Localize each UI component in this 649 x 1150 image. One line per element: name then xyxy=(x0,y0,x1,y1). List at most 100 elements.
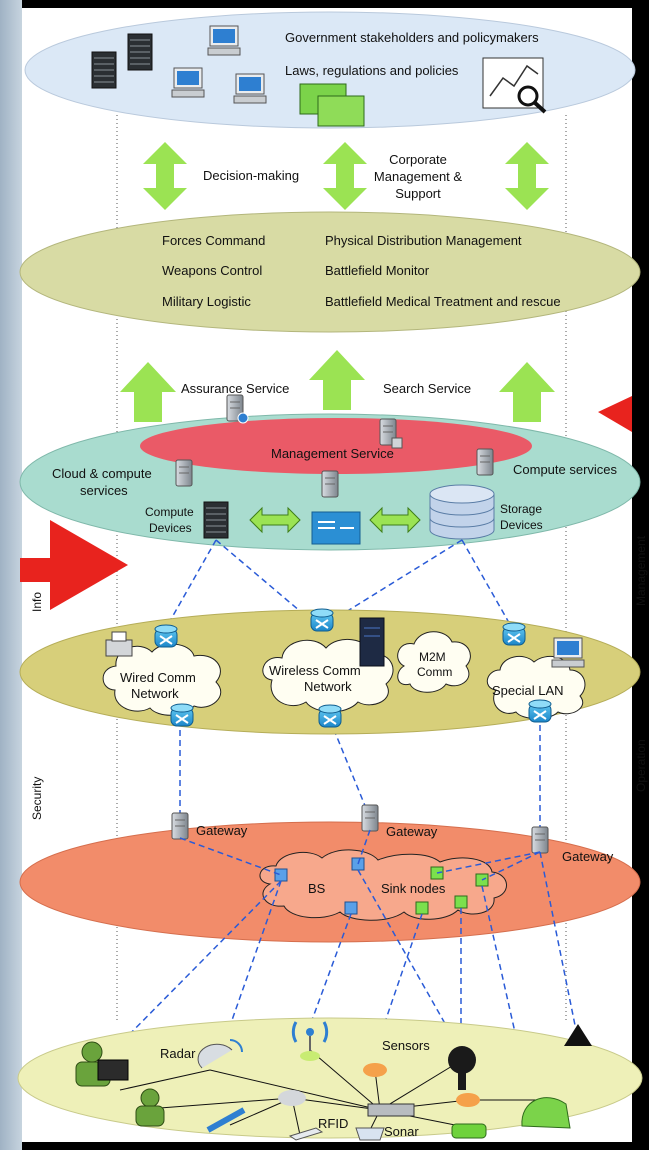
sink-node xyxy=(454,895,468,909)
sensors-label: Sensors xyxy=(382,1038,430,1053)
sink-node xyxy=(415,901,429,915)
compute-devices-label-line1: Compute xyxy=(145,505,194,519)
hub-device-icon xyxy=(367,1103,415,1117)
rfid-label: RFID xyxy=(318,1116,348,1131)
desktop-computer-icon xyxy=(171,67,205,98)
compute-rack-icon xyxy=(203,501,229,539)
gateway-right-label: Gateway xyxy=(562,849,614,864)
sensor-node xyxy=(363,1063,387,1077)
antenna-tower-icon xyxy=(291,1021,329,1061)
sonar-label: Sonar xyxy=(384,1124,419,1139)
left-gradient-strip xyxy=(0,0,22,1150)
cloud-compute-label-line2: services xyxy=(80,483,128,498)
double-arrow-right xyxy=(369,506,421,534)
radar-label: Radar xyxy=(160,1046,196,1061)
tank-icon xyxy=(451,1123,487,1139)
operation-side-label: Operation xyxy=(634,739,648,792)
router-icon xyxy=(528,699,552,723)
double-arrow-left xyxy=(249,506,301,534)
management-side-label: Management xyxy=(634,535,648,606)
satellite-icon xyxy=(206,1107,246,1133)
government-label: Government stakeholders and policymakers xyxy=(285,30,539,45)
server-icon xyxy=(321,470,339,498)
router-icon xyxy=(310,608,334,632)
security-side-label: Security xyxy=(30,777,44,820)
sensor-node xyxy=(456,1093,480,1107)
application-layer xyxy=(19,211,641,333)
search-service-label: Search Service xyxy=(383,381,471,396)
walkie-talkie-icon xyxy=(448,1046,476,1090)
medical-treatment-label: Battlefield Medical Treatment and rescue xyxy=(325,294,561,309)
gateway-server-icon xyxy=(171,812,189,840)
bs-sink-cloud xyxy=(259,849,507,921)
cloud-compute-label-line1: Cloud & compute xyxy=(52,466,152,481)
compute-devices-label-line2: Devices xyxy=(149,521,192,535)
router-icon xyxy=(318,704,342,728)
m2m-label-line1: M2M xyxy=(419,650,446,664)
sink-nodes-label: Sink nodes xyxy=(381,881,446,896)
special-lan-cloud xyxy=(486,655,586,720)
sensing-layer xyxy=(17,1017,643,1139)
gateway-sensor-links xyxy=(113,829,579,1091)
gateway-server-icon xyxy=(531,826,549,854)
radar-dish-icon xyxy=(197,1039,243,1069)
red-arrow-right xyxy=(598,396,632,432)
analytics-chart-icon xyxy=(482,57,547,114)
physical-distribution-label: Physical Distribution Management xyxy=(325,233,522,248)
storage-devices-label-line2: Devices xyxy=(500,518,543,532)
sensor-links xyxy=(119,1049,540,1136)
server-search-icon xyxy=(226,394,249,424)
wireless-network-label-line2: Network xyxy=(304,679,352,694)
military-logistic-label: Military Logistic xyxy=(162,294,251,309)
ship-icon xyxy=(355,1127,385,1141)
server-icon xyxy=(175,459,193,487)
storage-devices-label-line1: Storage xyxy=(500,502,542,516)
server-rack-icon xyxy=(91,51,117,89)
battlefield-monitor-label: Battlefield Monitor xyxy=(325,263,430,278)
forces-command-label: Forces Command xyxy=(162,233,265,248)
printer-icon xyxy=(105,631,133,657)
switch-icon xyxy=(311,511,361,545)
soldier-radio-icon xyxy=(75,1041,129,1087)
folders-icon xyxy=(299,83,365,127)
router-icon xyxy=(154,624,178,648)
wired-network-label-line1: Wired Comm xyxy=(120,670,196,685)
gateway-mid-label: Gateway xyxy=(386,824,438,839)
server-rack-icon xyxy=(127,33,153,71)
router-icon xyxy=(502,622,526,646)
diagram-canvas xyxy=(22,8,632,1142)
info-side-label: Info xyxy=(30,592,44,612)
desktop-computer-icon xyxy=(233,73,267,104)
decision-making-label: Decision-making xyxy=(203,168,299,183)
storage-database-icon xyxy=(429,484,495,540)
desktop-computer-icon xyxy=(551,637,585,668)
desktop-computer-icon xyxy=(207,25,241,56)
red-arrow-left xyxy=(20,520,128,610)
m2m-label-line2: Comm xyxy=(417,665,452,679)
management-service-label: Management Service xyxy=(271,446,394,461)
compute-services-label: Compute services xyxy=(513,462,618,477)
corporate-label-line1: Corporate xyxy=(389,152,447,167)
bs-node xyxy=(351,857,365,871)
bs-node xyxy=(344,901,358,915)
weapons-control-label: Weapons Control xyxy=(162,263,262,278)
gateway-left-label: Gateway xyxy=(196,823,248,838)
laws-label: Laws, regulations and policies xyxy=(285,63,459,78)
special-lan-label: Special LAN xyxy=(492,683,564,698)
bs-node xyxy=(274,868,288,882)
aircraft-icon xyxy=(288,1127,324,1141)
server-database-icon xyxy=(379,418,403,449)
router-icon xyxy=(170,703,194,727)
soldier-icon xyxy=(135,1088,165,1127)
rfid-node xyxy=(278,1090,306,1106)
server-icon xyxy=(476,448,494,476)
assurance-service-label: Assurance Service xyxy=(181,381,289,396)
bs-label: BS xyxy=(308,881,326,896)
server-tower-icon xyxy=(359,617,385,667)
wired-network-label-line2: Network xyxy=(131,686,179,701)
camp-tent-icon xyxy=(564,1024,592,1046)
tent-icon xyxy=(521,1097,571,1129)
wired-network-cloud xyxy=(102,643,222,716)
wireless-network-label-line1: Wireless Comm xyxy=(269,663,361,678)
